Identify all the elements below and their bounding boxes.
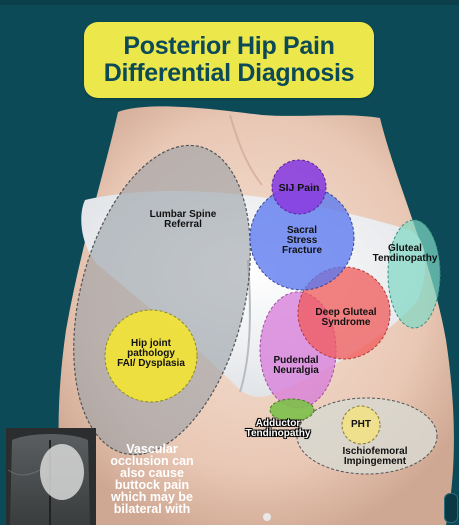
label-hip-line3: FAI/ Dysplasia xyxy=(117,358,185,369)
vascular-note-line5: which may be xyxy=(111,490,193,504)
label-pudendal-line1: Pudendal xyxy=(273,355,319,366)
gluteal-tendinopathy-region xyxy=(387,219,441,329)
label-lumbar-referral: Lumbar Spine Referral xyxy=(150,210,217,230)
label-pudendal-line2: Neuralgia xyxy=(273,365,319,376)
corner-icon xyxy=(444,493,458,523)
label-gluteal-line2: Tendinopathy xyxy=(372,253,438,264)
title-banner: Posterior Hip Pain Differential Diagnosi… xyxy=(84,22,374,98)
label-pudendal: Pudendal Neuralgia xyxy=(273,356,319,376)
label-adductor-line2: Tendinopathy xyxy=(245,428,311,439)
label-sij: SIJ Pain xyxy=(278,182,320,194)
vascular-note-line1: Vascular xyxy=(126,442,178,456)
vascular-note-line2: occlusion can xyxy=(110,454,194,468)
sacral-fracture-region xyxy=(249,185,355,291)
label-sacral-line1: Sacral xyxy=(286,225,318,236)
vascular-note: Vascular occlusion can also cause buttoc… xyxy=(100,442,204,516)
label-hip-line1: Hip joint xyxy=(131,338,171,349)
label-ischiofemoral: Ischiofemoral Impingement xyxy=(342,447,407,467)
label-pht: PHT xyxy=(351,419,371,430)
vascular-note-line3: also cause xyxy=(120,466,184,480)
adductor-region xyxy=(269,398,315,422)
top-border xyxy=(0,0,459,5)
label-hip-line2: pathology xyxy=(127,348,175,359)
title-line-1: Posterior Hip Pain xyxy=(123,32,335,60)
hip-joint-region xyxy=(104,309,198,403)
sij-region xyxy=(271,159,327,215)
vascular-note-line4: buttock pain xyxy=(114,478,190,492)
inset-highlight xyxy=(40,444,84,500)
title-line-2: Differential Diagnosis xyxy=(103,59,355,87)
label-sacral-line2: Stress xyxy=(286,235,318,246)
page-dot xyxy=(263,513,271,521)
pht-region xyxy=(341,405,381,445)
label-lumbar-line1: Lumbar Spine xyxy=(149,209,217,220)
vascular-note-line6: bilateral with xyxy=(113,502,191,516)
label-ischio-line2: Impingement xyxy=(343,456,407,467)
label-gluteal-tendinopathy: Gluteal Tendinopathy xyxy=(373,244,438,264)
label-ischio-line1: Ischiofemoral xyxy=(342,446,408,457)
label-deep-gluteal-line1: Deep Gluteal xyxy=(315,307,377,318)
label-sacral: Sacral Stress Fracture xyxy=(282,226,322,256)
label-deep-gluteal-line2: Syndrome xyxy=(321,317,371,328)
label-gluteal-line1: Gluteal xyxy=(388,243,422,254)
label-hip-joint: Hip joint pathology FAI/ Dysplasia xyxy=(117,339,185,369)
label-adductor-line1: Adductor xyxy=(255,418,301,429)
label-lumbar-line2: Referral xyxy=(164,219,202,230)
label-sacral-line3: Fracture xyxy=(281,245,323,256)
label-adductor: Adductor Tendinopathy xyxy=(246,419,311,439)
label-deep-gluteal: Deep Gluteal Syndrome xyxy=(315,308,376,328)
inset-photo xyxy=(6,428,96,525)
